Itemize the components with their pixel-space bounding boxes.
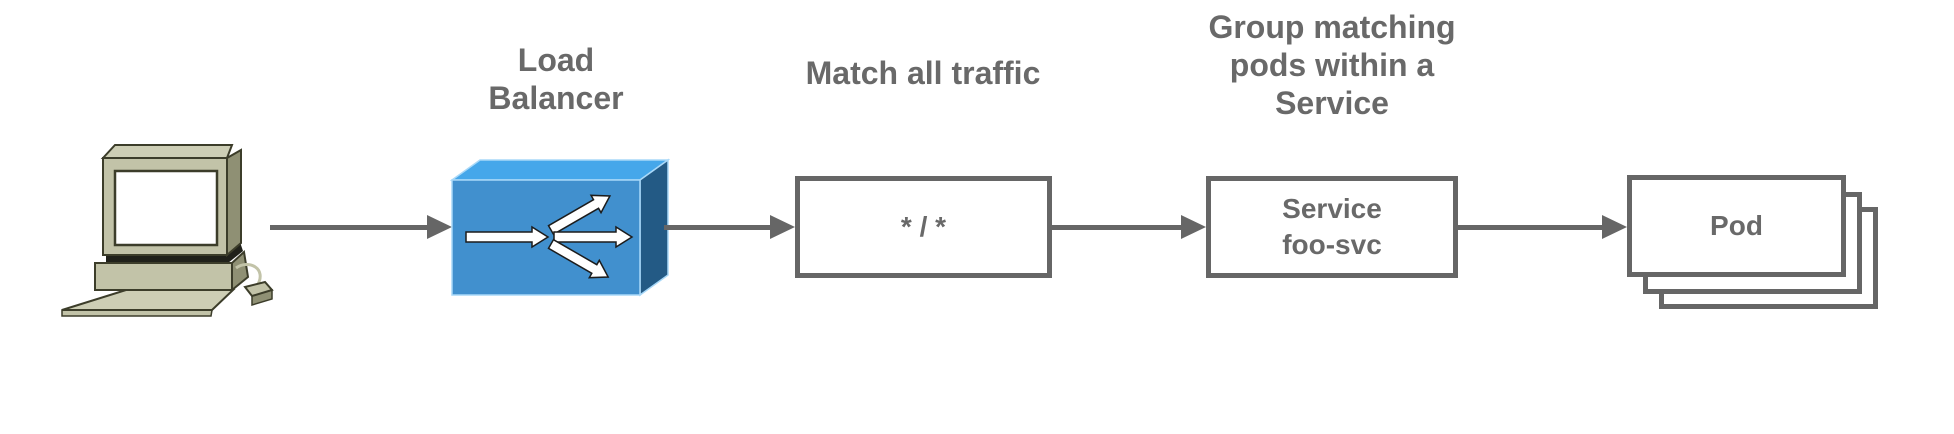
arrow-head: [1181, 215, 1206, 239]
arrow-shaft: [664, 224, 770, 230]
pod-stack: Pod: [1627, 175, 1883, 315]
service-box: Service foo-svc: [1206, 176, 1458, 278]
load-balancer-label: Load Balancer: [488, 42, 624, 116]
lb-in-arrow: [465, 225, 550, 249]
arrow-head: [770, 215, 795, 239]
service-caption: Group matching pods within a Service: [1208, 9, 1456, 121]
arrow-lb-to-match: [664, 215, 795, 239]
arrow-service-to-pod: [1458, 215, 1627, 239]
pod-box: Pod: [1627, 175, 1846, 277]
arrow-client-to-lb: [270, 215, 452, 239]
arrow-match-to-service: [1052, 215, 1206, 239]
arrow-shaft: [1458, 224, 1602, 230]
desktop-computer-icon: [61, 144, 274, 317]
match-rule-caption: Match all traffic: [805, 55, 1041, 91]
match-rule-box: * / *: [795, 176, 1052, 278]
lb-fan-up-arrow: [547, 194, 612, 236]
lb-fan-mid-arrow: [553, 225, 634, 249]
arrow-shaft: [270, 224, 427, 230]
arrow-head: [1602, 215, 1627, 239]
lb-fan-down-arrow: [547, 238, 610, 279]
load-balancer-icon: [450, 158, 670, 297]
arrow-shaft: [1052, 224, 1181, 230]
arrow-head: [427, 215, 452, 239]
